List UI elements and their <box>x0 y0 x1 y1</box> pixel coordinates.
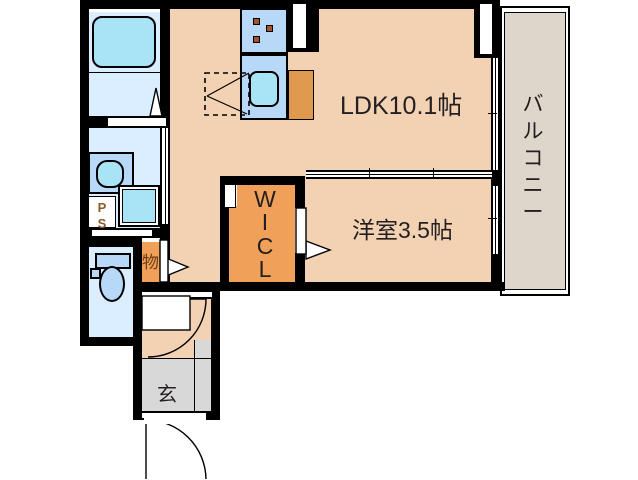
balcony-door-2-mark <box>488 218 497 219</box>
label-balcony-char-4: ー <box>522 200 544 224</box>
label-storage: 物 <box>142 253 159 272</box>
label-wic-char-0: W <box>254 186 276 212</box>
label-ldk: LDK10.1帖 <box>340 92 463 120</box>
bath-door-rail <box>165 128 166 224</box>
balcony-outline <box>500 6 570 296</box>
label-entrance: 玄 <box>157 384 177 406</box>
kitchen-sink <box>249 71 279 107</box>
balcony-door-1-rail <box>495 58 496 170</box>
entrance-tile-divider-v <box>194 340 195 414</box>
label-balcony-char-2: コ <box>522 146 544 170</box>
entrance-tile-divider-h <box>138 358 220 359</box>
wall-wic-top <box>220 176 305 185</box>
wall-ldk-bottom-left <box>162 282 220 290</box>
wall-right-bottom <box>491 252 500 290</box>
wall-wic-right <box>295 176 305 208</box>
wall-toilet-right <box>133 238 142 346</box>
wall-wic-right-lower <box>295 253 305 285</box>
washroom-doorway[interactable] <box>92 228 152 238</box>
kitchen-side-counter <box>288 70 314 120</box>
wall-right-mid <box>491 168 500 186</box>
stove-burner-1 <box>253 18 260 25</box>
label-pipe-shaft: P S <box>92 200 112 233</box>
bathtub-edge <box>88 72 160 73</box>
label-balcony-char-1: ル <box>522 119 544 143</box>
label-balcony-char-3: ニ <box>522 173 544 197</box>
label-ps-char-1: S <box>97 216 107 232</box>
ldk-partition-mark-1 <box>369 168 370 177</box>
label-ps-char-0: P <box>97 200 107 215</box>
kitchen-counter-upper <box>240 8 288 54</box>
window-washroom[interactable] <box>88 196 116 228</box>
wall-bath-right <box>160 0 170 128</box>
label-balcony-char-0: バ <box>522 93 544 116</box>
balcony-inner-outline <box>504 12 566 290</box>
balcony-door-2-rail <box>495 186 496 254</box>
window-kitchen[interactable] <box>293 4 306 48</box>
toilet-bowl <box>99 266 125 302</box>
bath-entry[interactable] <box>108 116 166 128</box>
washer-pan-inner <box>122 189 156 223</box>
wall-toilet-top <box>80 238 140 247</box>
ldk-partition-mark-2 <box>433 168 434 177</box>
stove-burner-2 <box>266 25 273 32</box>
room-balcony-floor <box>504 12 566 290</box>
wall-main-bottom <box>220 282 505 291</box>
window-ldk-ne[interactable] <box>480 4 492 54</box>
stove-burner-3 <box>253 36 260 43</box>
bathtub-basin <box>92 16 156 68</box>
wall-storage-bottom <box>133 282 170 290</box>
room-bedroom-floor <box>300 176 500 290</box>
label-balcony: バ ル コ ニ ー <box>518 92 548 226</box>
label-wic: W I C L <box>250 186 280 283</box>
entrance-tile-floor <box>138 358 220 414</box>
label-wic-char-3: L <box>258 256 272 283</box>
balcony-door-1-mark <box>488 113 497 114</box>
room-wic-floor <box>237 184 295 282</box>
label-wic-char-1: I <box>261 209 269 236</box>
wall-wic-left <box>220 176 229 282</box>
wall-storage-left <box>133 238 139 290</box>
label-wic-char-2: C <box>256 232 274 259</box>
window-wic[interactable] <box>224 184 236 208</box>
wall-hall-right <box>211 290 220 419</box>
toilet-flush-lever <box>90 268 101 279</box>
wall-left-upper <box>80 0 89 346</box>
room-ldk-floor <box>170 8 500 176</box>
ldk-partition-rail <box>306 174 492 175</box>
wall-toilet-bottom <box>80 337 142 346</box>
label-bedroom: 洋室3.5帖 <box>352 217 453 243</box>
wall-hall-left <box>133 337 142 419</box>
vanity-basin <box>96 160 124 188</box>
